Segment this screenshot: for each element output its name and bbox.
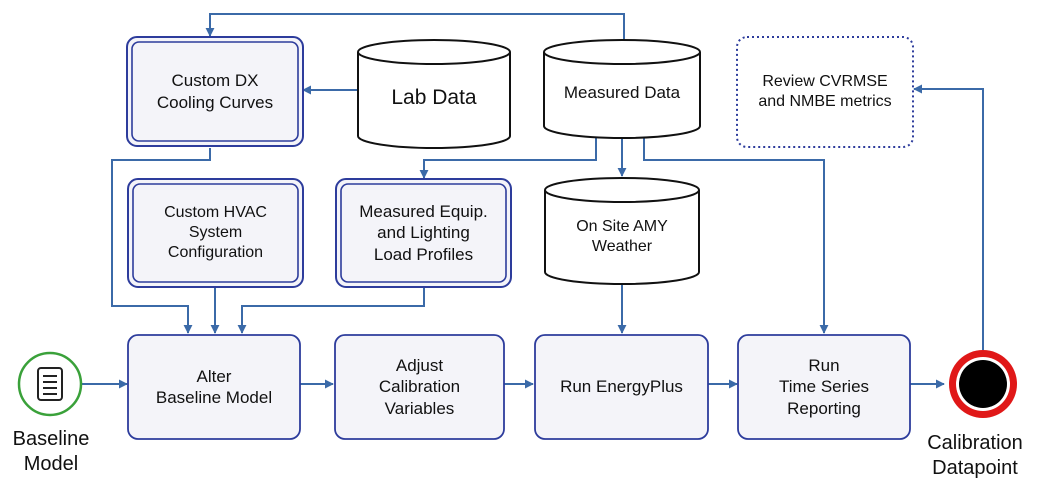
on-site-amy-label: On Site AMY Weather — [576, 218, 668, 255]
edges — [82, 13, 984, 389]
edge-measured-to-reporting — [643, 138, 829, 334]
run-energyplus-box — [534, 334, 709, 440]
review-metrics-label: Review CVRMSE and NMBE metrics — [758, 73, 892, 110]
custom-hvac-box — [127, 178, 304, 288]
adjust-calibration-box — [334, 334, 505, 440]
custom-dx-box — [126, 36, 304, 147]
run-time-series-label: Run Time Series Reporting — [778, 356, 870, 418]
run-energyplus-label: Run EnergyPlus — [560, 377, 683, 397]
edge-measured-to-custom-dx — [205, 13, 625, 50]
edge-datapoint-to-review — [913, 84, 984, 350]
review-metrics-box — [736, 36, 914, 148]
lab-data-label: Lab Data — [391, 85, 477, 109]
document-list-icon — [37, 367, 63, 401]
edge-measured-to-equip — [419, 138, 597, 179]
lab-data-cylinder — [357, 39, 511, 149]
alter-baseline-label: Alter Baseline Model — [155, 366, 273, 407]
measured-equip-box — [335, 178, 512, 288]
alter-baseline-box — [127, 334, 301, 440]
run-reporting-box — [737, 334, 911, 440]
edge-custom-dx-to-alter — [111, 148, 211, 334]
start-event — [17, 351, 83, 417]
adjust-calibration-label: Adjust Calibration Variables — [378, 356, 461, 418]
baseline-model-label: Baseline Model — [12, 428, 90, 475]
measured-data-label: Measured Data — [563, 83, 681, 103]
end-event-icon — [949, 350, 1017, 418]
custom-dx-label: Custom DX Cooling Curves — [156, 71, 274, 112]
edge-equip-to-alter — [237, 288, 425, 334]
measured-data-cylinder — [543, 39, 701, 139]
measured-equip-label: Measured Equip. and Lighting Load Profil… — [359, 202, 488, 264]
custom-hvac-label: Custom HVAC System Configuration — [164, 204, 267, 261]
calibration-datapoint-label: Calibration Datapoint — [927, 432, 1023, 479]
amy-weather-cylinder — [544, 177, 700, 285]
